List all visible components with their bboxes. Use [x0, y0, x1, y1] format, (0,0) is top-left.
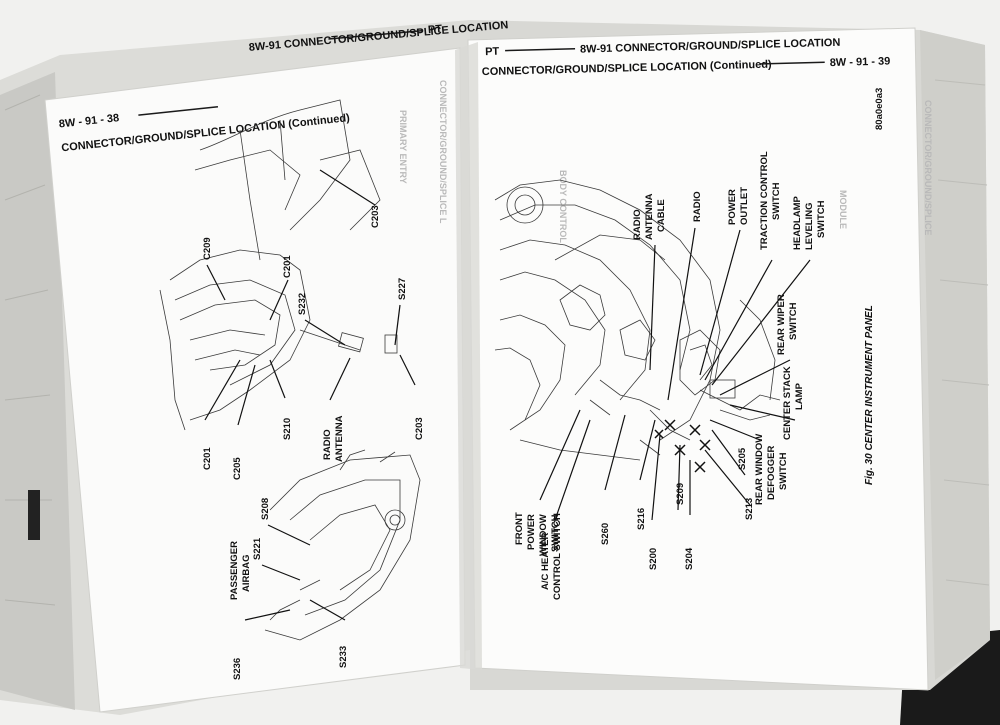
callout-c203-top: C203: [370, 205, 381, 228]
svg-text:MODULE: MODULE: [838, 190, 848, 229]
left-diagram-top: [159, 99, 398, 431]
callout-c209: C209: [202, 237, 213, 260]
left-header-tag: PT: [428, 23, 443, 36]
figure-caption: Fig. 30 CENTER INSTRUMENT PANEL: [864, 305, 875, 485]
callout-control-switch: CONTROL SWITCH: [552, 513, 563, 600]
x-marks: [654, 419, 711, 473]
callout-s204: S204: [684, 547, 695, 570]
callout-s205: S205: [737, 447, 748, 470]
callout-defogger-switch: SWITCH: [778, 452, 789, 490]
callout-switch-3: SWITCH: [550, 514, 561, 552]
callout-s200: S200: [648, 548, 659, 570]
left-header-rule: [328, 29, 424, 40]
callout-rear-wiper-switch: SWITCH: [788, 302, 799, 340]
right-header-rule: [505, 47, 576, 52]
callout-s232: S232: [297, 293, 308, 315]
callout-s209: S209: [675, 483, 686, 505]
right-callouts: RADIO ANTENNA CABLE RADIO POWER OUTLET T…: [514, 151, 827, 600]
callout-c205: C205: [232, 457, 243, 480]
callout-rear-window: REAR WINDOW: [754, 434, 765, 505]
callout-lamp: LAMP: [794, 382, 805, 410]
callout-leveling: LEVELING: [804, 202, 815, 250]
callout-s236: S236: [232, 658, 243, 680]
callout-s233: S233: [338, 646, 349, 668]
svg-text:CONNECTOR/GROUND/SPLICE L: CONNECTOR/GROUND/SPLICE L: [438, 80, 448, 224]
callout-c201-bottom: C201: [202, 447, 213, 470]
right-diagram: [494, 179, 781, 461]
callout-radio: RADIO: [322, 429, 333, 460]
callout-s208: S208: [260, 498, 271, 520]
svg-text:BODY CONTROL: BODY CONTROL: [558, 170, 568, 243]
right-page-number: 8W - 91 - 39: [830, 55, 891, 69]
callout-s216: S216: [636, 508, 647, 530]
callout-radio-antenna-3: CABLE: [656, 199, 667, 232]
callout-window: WINDOW: [538, 514, 549, 556]
callout-c203-bottom: C203: [414, 417, 425, 440]
callout-defogger: DEFOGGER: [766, 445, 777, 500]
callout-s227: S227: [397, 278, 408, 300]
callout-power: POWER: [727, 189, 738, 225]
callout-s213: S213: [744, 498, 755, 520]
callout-headlamp-switch: SWITCH: [816, 200, 827, 238]
callout-ac-heater: A/C HEATER: [540, 533, 551, 590]
bleed-through: CONNECTOR/GROUND/SPLICE L CONNECTOR/GROU…: [398, 80, 933, 243]
callout-rear-wiper: REAR WIPER: [776, 294, 787, 355]
callout-s221: S221: [252, 537, 263, 560]
right-number-rule: [759, 61, 825, 65]
left-number-rule: [138, 106, 219, 116]
left-diagram-bottom: [264, 449, 421, 641]
right-leaders: [539, 227, 811, 521]
svg-text:CONNECTOR/GROUND/SPLICE: CONNECTOR/GROUND/SPLICE: [923, 100, 933, 235]
right-page: [467, 27, 929, 691]
right-header-tag: PT: [485, 46, 500, 58]
callout-outlet: OUTLET: [739, 187, 750, 225]
callout-airbag: AIRBAG: [241, 555, 252, 592]
callout-center-stack: CENTER STACK: [782, 366, 793, 440]
callout-antenna: ANTENNA: [334, 415, 345, 462]
callout-radio: RADIO: [692, 191, 703, 222]
left-leaders: [204, 169, 416, 621]
callout-c201-top: C201: [282, 255, 293, 278]
callout-passenger: PASSENGER: [229, 541, 240, 600]
left-callouts: C209 C201 S232 S227 C203 S210 RADIO ANTE…: [202, 205, 425, 680]
callout-s260: S260: [600, 523, 611, 545]
callout-traction-switch: SWITCH: [771, 182, 782, 220]
callout-traction-control: TRACTION CONTROL: [759, 151, 770, 250]
svg-text:PRIMARY ENTRY: PRIMARY ENTRY: [398, 110, 408, 184]
callout-radio-antenna-1: RADIO: [632, 209, 643, 240]
gutter-shadow: [455, 42, 482, 670]
callout-s210: S210: [282, 418, 293, 440]
callout-power-2: POWER: [526, 514, 537, 550]
callout-headlamp: HEADLAMP: [792, 196, 803, 250]
callout-radio-antenna-2: ANTENNA: [644, 193, 655, 240]
figure-code: 80a0e0a3: [874, 88, 885, 130]
callout-front: FRONT: [514, 512, 525, 545]
